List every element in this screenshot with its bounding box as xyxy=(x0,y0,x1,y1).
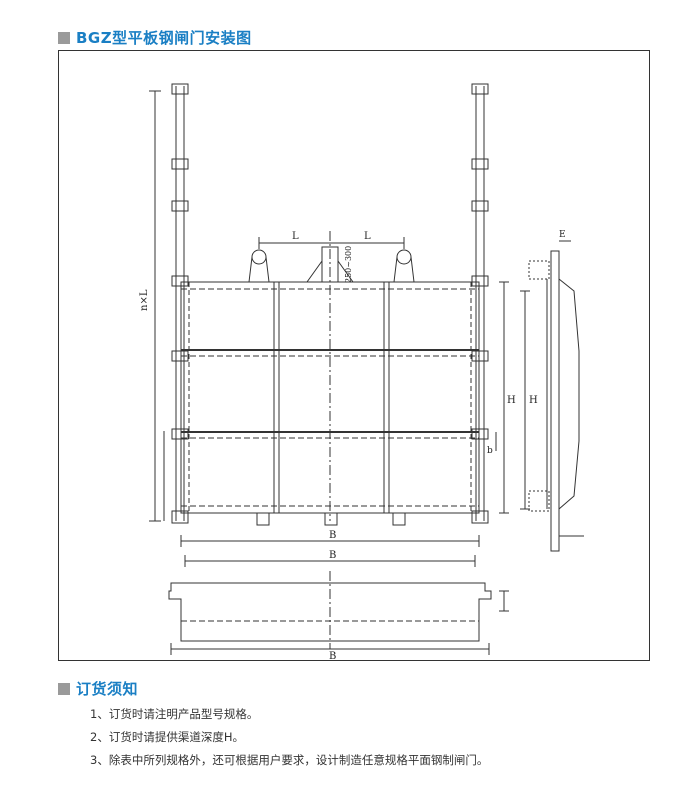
b-small-label: b xyxy=(487,446,493,456)
right-stem-coupling xyxy=(471,83,489,95)
note-item: 3、除表中所列规格外，还可根据用户要求，设计制造任意规格平面钢制闸门。 xyxy=(90,753,489,767)
left-stem-coupling xyxy=(171,83,189,95)
range-label: 250~300 xyxy=(344,246,353,283)
notes-section-title: 订货须知 xyxy=(58,678,138,699)
drawing-frame: n×L L L 250~300 H b H E B B B xyxy=(58,50,650,662)
note-item: 1、订货时请注明产品型号规格。 xyxy=(90,707,259,721)
side-view-guide xyxy=(550,250,560,552)
b2-label: B xyxy=(329,550,336,561)
l-right-label: L xyxy=(364,231,371,242)
b1-label: B xyxy=(329,530,336,541)
drawing-section-title: BGZ型平板钢闸门安装图 xyxy=(58,27,252,48)
right-lifting-ear xyxy=(396,249,412,265)
b3-label: B xyxy=(329,651,336,662)
notes-title: 订货须知 xyxy=(76,680,139,698)
l-left-label: L xyxy=(292,231,299,242)
channel-section xyxy=(168,582,492,642)
h-side-label: H xyxy=(529,395,538,406)
drawing-title: BGZ型平板钢闸门安装图 xyxy=(76,29,252,47)
note-item: 2、订货时请提供渠道深度H。 xyxy=(90,730,244,744)
nxl-label: n×L xyxy=(139,289,150,311)
notes-list: 1、订货时请注明产品型号规格。 2、订货时请提供渠道深度H。 3、除表中所列规格… xyxy=(90,703,488,772)
installation-drawing: n×L L L 250~300 H b H E B B B xyxy=(139,83,584,662)
title-square-icon xyxy=(58,682,70,695)
e-label: E xyxy=(559,230,566,240)
left-lifting-ear xyxy=(251,249,267,265)
title-square-icon xyxy=(58,31,70,44)
h-main-label: H xyxy=(507,395,516,406)
